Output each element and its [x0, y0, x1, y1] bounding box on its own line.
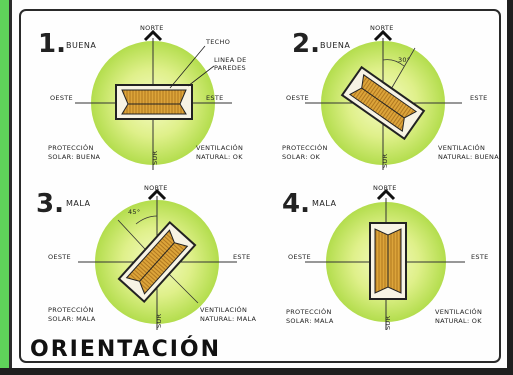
sheet-outline	[19, 9, 501, 363]
panel-2-west-label: OESTE	[286, 94, 309, 102]
panel-1-house-roof	[121, 89, 187, 115]
panel-1-protection-1: PROTECCIÓN	[48, 143, 94, 152]
panel-2-north-label: NORTE	[370, 24, 394, 32]
panel-3-south-label: SUR	[155, 314, 163, 328]
panel-3-protection-1: PROTECCIÓN	[48, 305, 94, 314]
panel-3-number: 3.	[36, 189, 64, 219]
panel-4-protection-2: SOLAR: MALA	[286, 317, 334, 325]
panel-2-protection-2: SOLAR: OK	[282, 153, 321, 161]
panel-3-ventilation-1: VENTILACIÓN	[200, 305, 247, 314]
panel-3-rating: MALA	[66, 199, 91, 208]
panel-3-ventilation-2: NATURAL: MALA	[200, 315, 257, 323]
panel-1-number: 1.	[38, 29, 66, 59]
right-dark-border	[507, 0, 513, 375]
panel-1-south-label: SUR	[151, 151, 159, 165]
panel-2-ventilation-1: VENTILACIÓN	[438, 143, 485, 152]
panel-1-north-arrow	[143, 29, 163, 42]
panel-2-ridge	[361, 87, 405, 119]
panel-4-ventilation-1: VENTILACIÓN	[435, 307, 482, 316]
panel-2-ventilation-2: NATURAL: BUENA	[438, 153, 499, 161]
panel-2-protection-1: PROTECCIÓN	[282, 143, 328, 152]
panel-4-north-arrow	[376, 188, 396, 201]
panel-3: 3. MALA NORTE 45° OESTE ESTE SUR PROTECC…	[36, 184, 257, 330]
panel-4-number: 4.	[282, 189, 310, 219]
panel-4-rating: MALA	[312, 199, 337, 208]
panel-3-ridge	[139, 242, 175, 282]
panel-2-house	[340, 65, 426, 141]
panel-2: 2. BUENA NORTE 30° OESTE ESTE SUR PROTEC…	[282, 24, 499, 170]
panel-1: 1. BUENA NORTE OESTE ESTE SUR TECHO LINE…	[38, 24, 247, 170]
panel-1-ventilation-2: NATURAL: OK	[196, 153, 243, 161]
panel-4-protection-1: PROTECCIÓN	[286, 307, 332, 316]
panel-3-house	[117, 220, 197, 304]
panel-3-east-label: ESTE	[233, 253, 251, 261]
sheet-title: ORIENTACIÓN	[30, 336, 221, 362]
panel-1-callout-wall-2: PAREDES	[214, 64, 246, 72]
panel-3-angle-arc	[135, 215, 158, 225]
panel-2-south-label: SUR	[381, 154, 389, 168]
panel-1-protection-2: SOLAR: BUENA	[48, 153, 101, 161]
panel-4-east-label: ESTE	[471, 253, 489, 261]
panel-4-north-label: NORTE	[373, 184, 397, 192]
panel-2-north-arrow	[373, 29, 393, 42]
left-green-border	[0, 0, 9, 375]
panel-3-west-label: OESTE	[48, 253, 71, 261]
panel-1-callout-wall-1: LINEA DE	[214, 56, 247, 64]
left-dark-border	[9, 0, 12, 375]
panel-3-north-label: NORTE	[144, 184, 168, 192]
panel-1-ventilation-1: VENTILACIÓN	[196, 143, 243, 152]
panel-1-callout-roof-line	[169, 45, 206, 89]
bottom-dark-border	[0, 368, 513, 375]
panel-4: 4. MALA NORTE OESTE ESTE SUR PROTECCIÓN …	[282, 184, 489, 330]
panel-4-house	[369, 222, 407, 300]
panel-1-west-label: OESTE	[50, 94, 73, 102]
panel-1-north-label: NORTE	[140, 24, 164, 32]
panel-1-rating: BUENA	[66, 41, 96, 50]
panel-1-callout-wall-line	[187, 65, 215, 87]
panel-1-east-label: ESTE	[206, 94, 224, 102]
panel-3-angle: 45°	[128, 208, 140, 216]
panel-4-ventilation-2: NATURAL: OK	[435, 317, 482, 325]
panel-4-south-label: SUR	[384, 316, 392, 330]
panel-2-angle-arc	[382, 59, 405, 67]
panel-2-number: 2.	[292, 29, 320, 59]
panel-4-west-label: OESTE	[288, 253, 311, 261]
panel-3-north-arrow	[147, 188, 167, 201]
panel-2-rating: BUENA	[320, 41, 350, 50]
panel-2-east-label: ESTE	[470, 94, 488, 102]
panel-1-callout-roof: TECHO	[205, 38, 230, 46]
panel-3-protection-2: SOLAR: MALA	[48, 315, 96, 323]
panel-2-angle: 30°	[398, 56, 410, 64]
